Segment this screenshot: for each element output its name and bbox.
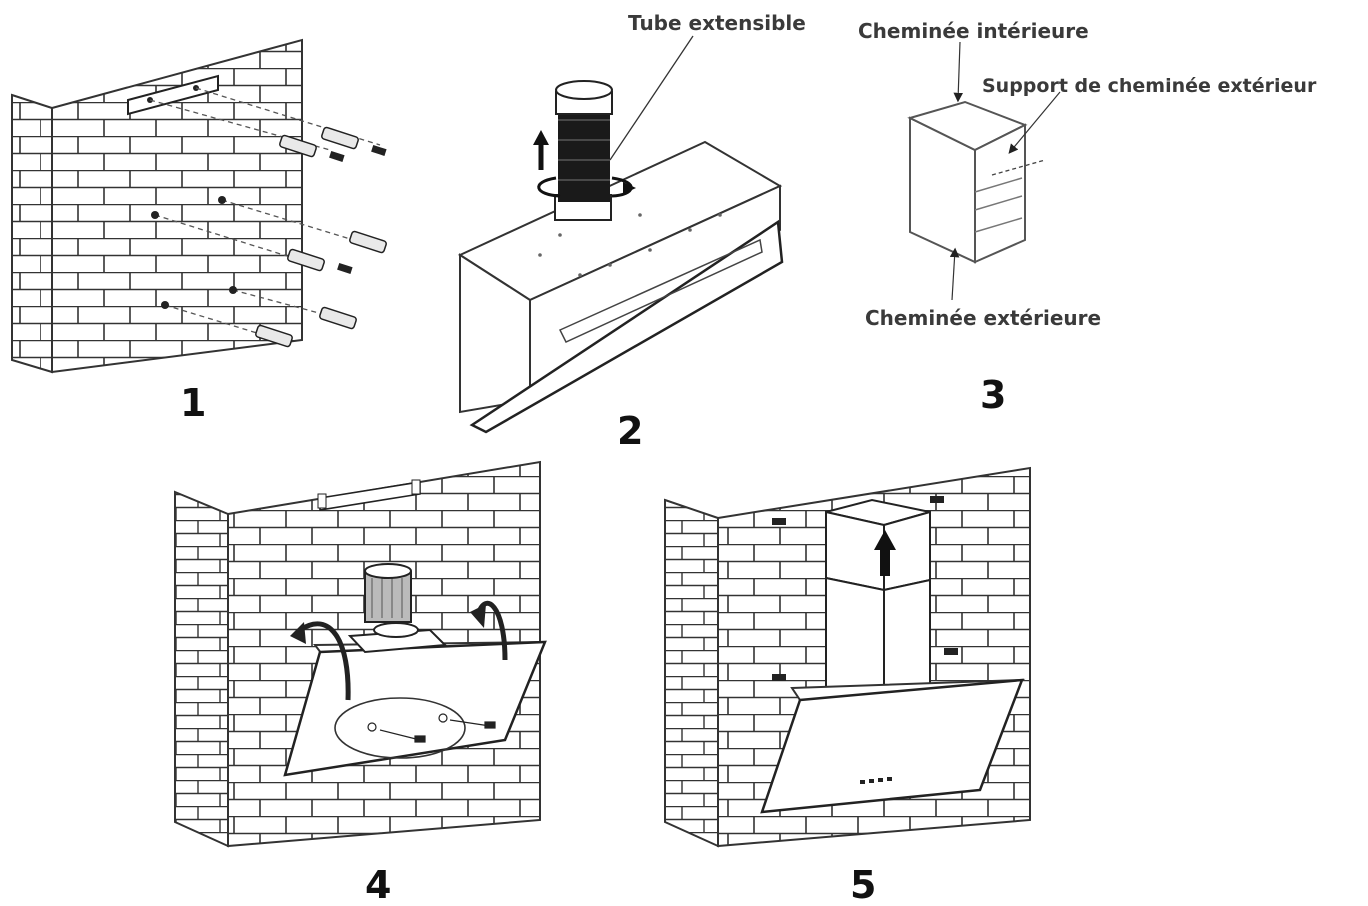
step-2-figure [457, 35, 784, 434]
step5-side-wall [664, 498, 719, 848]
rotate-icon [537, 176, 636, 198]
step-4-figure [174, 460, 547, 848]
step-5-figure [664, 466, 1031, 848]
arrow-up-icon [874, 530, 896, 576]
screw-icon [772, 496, 958, 681]
step1-holes [151, 196, 237, 309]
step-3-figure [907, 41, 1061, 301]
step-4-label: 4 [365, 863, 391, 906]
step1-front-wall [51, 38, 303, 374]
step1-side-wall [11, 93, 53, 374]
hood-glass-panel [469, 219, 784, 434]
step-3-label: 3 [980, 373, 1006, 417]
step4-top-bracket [317, 479, 421, 511]
label-inner-chimney-text: Cheminée intérieure [858, 19, 1089, 43]
label-outer-support-text: Support de cheminée extérieur [982, 75, 1317, 97]
step-1-label: 1 [180, 381, 206, 425]
step3-leader-lines [949, 41, 1061, 301]
step-5-label: 5 [850, 863, 876, 906]
label-tube-text: Tube extensible [628, 11, 806, 35]
step-2-label: 2 [617, 409, 643, 453]
screw-icon [367, 713, 496, 743]
screw-icon [329, 144, 387, 274]
step-1-figure [11, 38, 387, 374]
label-outer-chimney-text: Cheminée extérieure [865, 306, 1101, 330]
arrow-up-icon [533, 130, 549, 170]
step5-control-buttons [860, 777, 892, 784]
step4-tube [347, 563, 448, 654]
wall-plug-icon [255, 126, 387, 348]
step5-chimney [825, 498, 931, 691]
tube-leader-line [609, 35, 694, 161]
step5-hood-glass [760, 678, 1024, 814]
extensible-tube [554, 80, 613, 221]
step4-side-wall [174, 490, 229, 848]
step4-screw-area [334, 697, 466, 759]
step1-wall-bracket [127, 74, 219, 116]
inner-chimney [974, 123, 1026, 264]
